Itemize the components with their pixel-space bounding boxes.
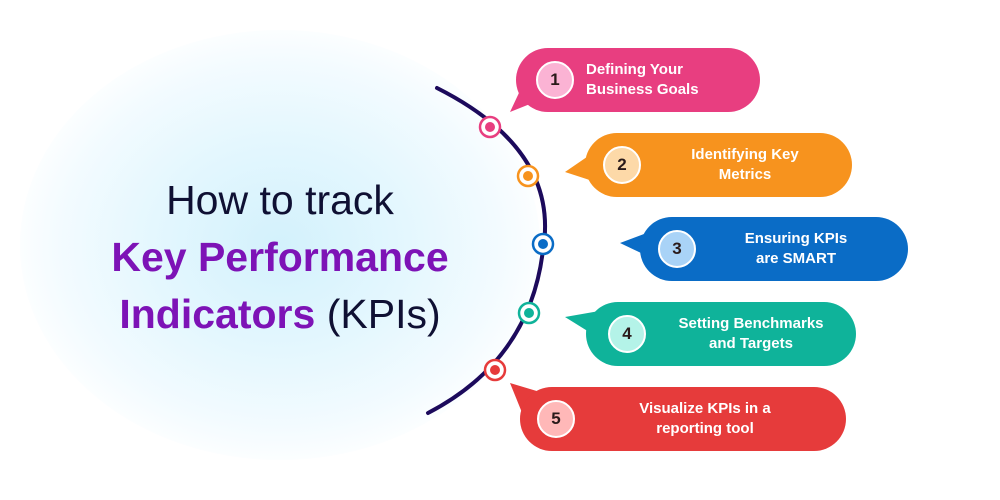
step-number-badge: 4 — [608, 315, 646, 353]
step-number-badge: 2 — [603, 146, 641, 184]
timeline-node-5 — [483, 358, 507, 382]
step-bubble-2: 2 Identifying Key Metrics — [585, 133, 852, 197]
title-highlight: Indicators — [119, 291, 316, 337]
step-bubble-4: 4 Setting Benchmarks and Targets — [586, 302, 856, 366]
step-label: Ensuring KPIs are SMART — [744, 230, 848, 267]
timeline-node-2 — [516, 164, 540, 188]
step-bubble-5: 5 Visualize KPIs in a reporting tool — [520, 387, 846, 451]
step-label: Setting Benchmarks and Targets — [678, 315, 824, 352]
page-title: How to track Key Performance Indicators … — [60, 172, 500, 343]
background-glow — [20, 30, 540, 460]
timeline-node-3 — [531, 232, 555, 256]
step-label: Identifying Key Metrics — [691, 146, 799, 183]
step-label: Defining Your Business Goals — [586, 61, 699, 98]
title-line-2: Key Performance — [111, 234, 449, 280]
timeline-node-1 — [478, 115, 502, 139]
step-number-badge: 5 — [537, 400, 575, 438]
step-label: Visualize KPIs in a reporting tool — [639, 400, 771, 437]
title-line-1: How to track — [166, 177, 394, 223]
step-bubble-3: 3 Ensuring KPIs are SMART — [640, 217, 908, 281]
title-acronym: (KPIs) — [326, 291, 441, 337]
title-line-3: Indicators (KPIs) — [60, 286, 500, 343]
step-number-badge: 1 — [536, 61, 574, 99]
step-number-badge: 3 — [658, 230, 696, 268]
step-bubble-1: 1 Defining Your Business Goals — [516, 48, 760, 112]
timeline-node-4 — [517, 301, 541, 325]
